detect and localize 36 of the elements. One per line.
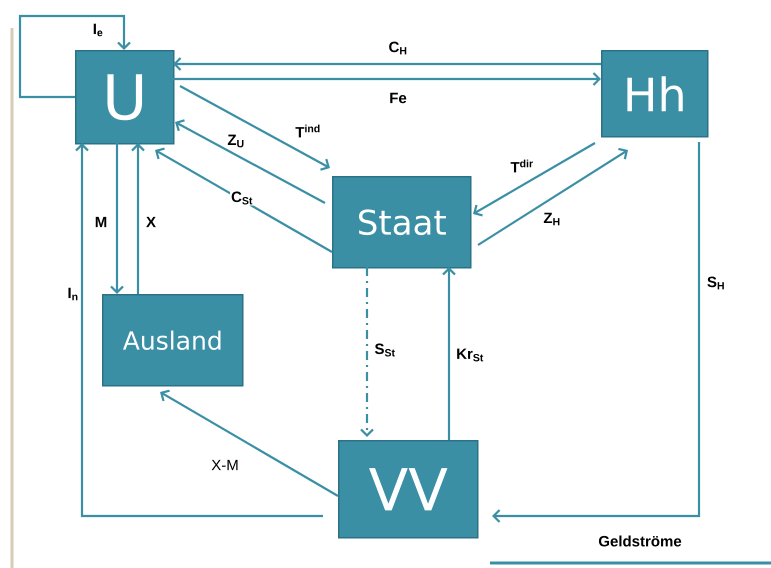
box: Ausland: [102, 294, 244, 386]
arrow: [155, 148, 333, 253]
box: Staat: [332, 176, 472, 268]
legend-text: Geldströme: [598, 536, 682, 546]
edge-label: C$_{St}$: [230, 190, 254, 206]
edge-label: X-M: [210, 458, 240, 472]
arrow: [360, 267, 374, 437]
arrow: [18, 14, 131, 98]
edge-label: S$_{H}$: [706, 276, 726, 290]
arrow: [473, 142, 596, 216]
arrow: [110, 143, 124, 294]
arrow: [160, 390, 339, 497]
arrow: [173, 72, 601, 86]
arrow: [173, 57, 601, 71]
edge-label: M: [94, 216, 108, 228]
edge-label: I$_{n}$: [66, 286, 80, 302]
arrow: [477, 148, 628, 246]
edge-label: Z$_{U}$: [226, 134, 246, 148]
edge-label: T$^{ind}$: [294, 124, 322, 138]
box: U: [75, 50, 174, 144]
arrow: [442, 267, 456, 440]
edge-label: Z$_{H}$: [542, 212, 562, 226]
edge-label: Kr$_{St}$: [455, 348, 485, 362]
edge-label: C$_{H}$: [388, 40, 408, 56]
arrow: [131, 143, 145, 294]
arrow: [179, 85, 330, 171]
edge-label: S$_{St}$: [374, 342, 396, 358]
arrow: [175, 119, 326, 204]
arrow: [75, 143, 323, 518]
box: VV: [338, 440, 478, 538]
edge-label: T$^{dir}$: [509, 158, 535, 174]
arrow: [492, 142, 700, 523]
edge-label: Fe: [388, 92, 408, 104]
box: Hh: [601, 50, 708, 138]
edge-label: I$_{e}$: [92, 22, 104, 38]
edge-label: X: [145, 216, 157, 228]
